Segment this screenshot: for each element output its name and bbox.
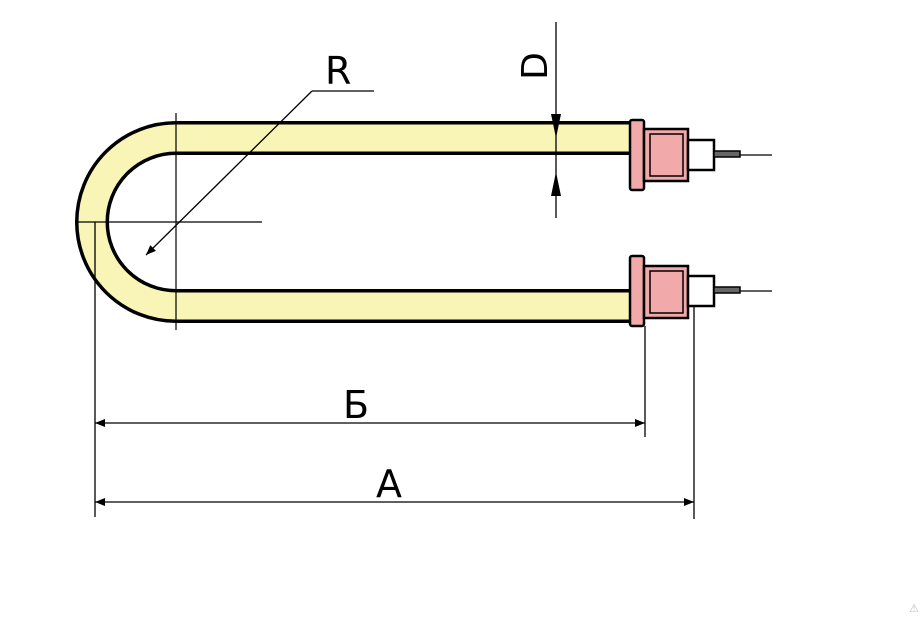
top-terminal-fitting [628,118,772,192]
top-nut-inner [649,133,684,177]
bottom-flange [628,254,646,328]
radius-leader [145,90,313,256]
diameter-label: D [515,52,556,80]
bottom-nut-inner [649,270,684,314]
bottom-pin [713,286,741,294]
top-flange [628,118,646,192]
watermark-icon: ⚠ [909,602,919,615]
radius-label: R [325,49,351,93]
top-cap [686,138,716,172]
bottom-cap [686,274,716,308]
dimension-b-label: Б [343,383,369,427]
dimension-a-label: A [376,462,402,506]
bottom-terminal-fitting [628,254,772,328]
diameter-arrow-bottom [551,172,561,196]
diameter-arrow-top [551,114,561,138]
top-pin [713,150,741,158]
